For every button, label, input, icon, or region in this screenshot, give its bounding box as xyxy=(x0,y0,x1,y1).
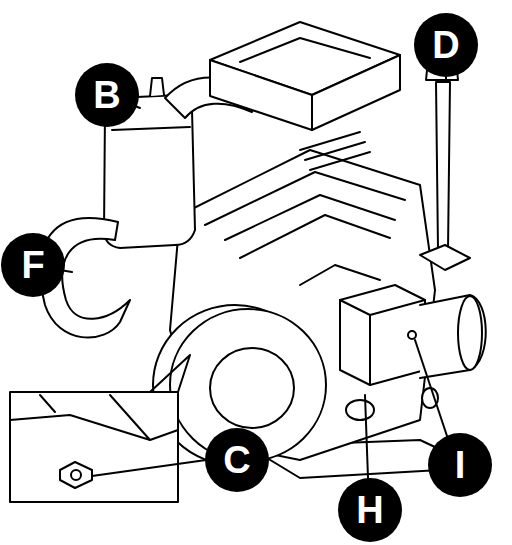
callout-circle: C xyxy=(205,428,269,492)
callout-circle: I xyxy=(428,433,492,497)
callout-circle: B xyxy=(75,63,139,127)
callout-letter: F xyxy=(21,246,44,284)
callout-letter: C xyxy=(223,441,250,479)
callout-circle: F xyxy=(1,233,65,297)
callout-circle: H xyxy=(338,478,402,542)
callout-letter: I xyxy=(455,446,466,484)
callout-letter: D xyxy=(432,26,459,64)
callout-letter: H xyxy=(356,491,383,529)
callout-letter: B xyxy=(93,76,120,114)
callout-circle: D xyxy=(414,13,478,77)
